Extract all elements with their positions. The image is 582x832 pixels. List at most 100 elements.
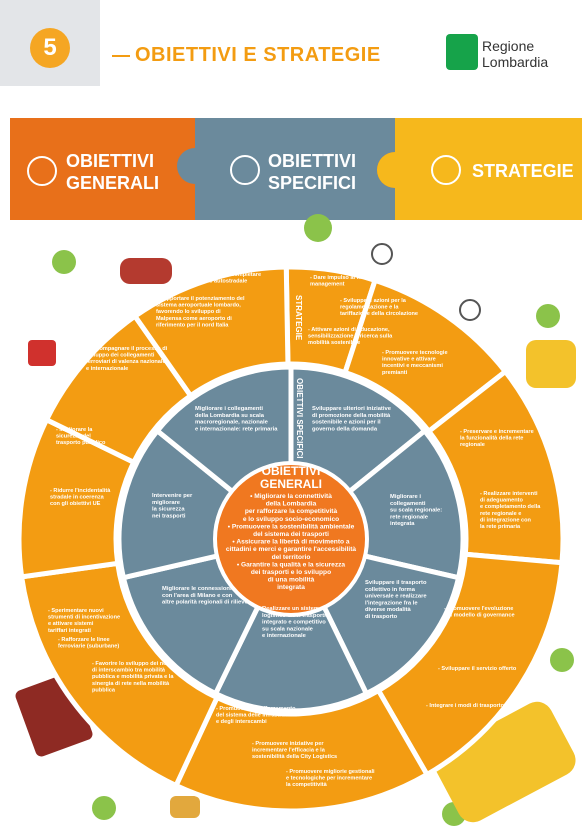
strategy-text: rete regionale e [480,511,521,517]
specific-objective: Intervenire per [152,493,193,499]
strategy-text: - Promuovere il rafforzamento [216,706,296,712]
specific-objective: di promozione della mobilità [312,413,391,419]
logo-line-1: Regione [482,38,535,54]
strategy-text: la rete autostradale [196,279,247,285]
strategy-text: - Adeguare e completare [196,272,261,278]
specific-objective: l'integrazione fra le [365,600,418,606]
specific-objective: di trasporto [365,614,398,620]
tree-icon [92,796,116,820]
strategy-text: - Supportare il potenziamento del [156,296,245,302]
strategy-text: sistema aeroportuale lombardo, [156,303,241,309]
specific-objective: su scala regionale: [390,508,442,514]
strategy-text: favorendo lo sviluppo di [156,309,221,315]
specific-objective: diverse modalità [365,607,412,613]
specific-objective: migliorare [152,500,181,506]
strategy-text: - Promuovere migliorie gestionali [286,769,375,775]
ring-label-strategie: STRATEGIE [294,295,303,341]
strategy-text: la rete primaria [480,524,521,530]
specific-objective: Sviluppare ulteriori iniziative [312,406,392,412]
center-text-line: • Garantire la qualità e la sicurezza [237,561,346,568]
specific-objective: integrata [390,521,415,527]
bicycle-icon [371,243,393,265]
puzzle-piece-specifici [177,118,395,220]
strategy-text: - Promuovere l'evoluzione [444,606,513,612]
ring-label-specifici: OBIETTIVI SPECIFICI [295,378,304,458]
strategy-text: - Promuovere iniziative per [252,741,324,747]
strategy-text: tariffazione della circolazione [340,311,418,317]
strategy-text: del modello di governance [444,613,515,619]
strategy-text: Malpensa come aeroporto di [156,316,232,322]
tree-icon [550,648,574,672]
strategy-text: mobilità sostenibile [308,340,360,346]
puzzle-generali-line1: OBIETTIVI [66,151,155,171]
strategy-text: ferroviarie (suburbane) [58,644,119,650]
page-title: OBIETTIVI E STRATEGIE [135,44,381,66]
strategy-text: con gli obiettivi UE [50,501,101,507]
strategy-text: pubblica [92,687,116,693]
puzzle-strategie-label: STRATEGIE [472,161,574,181]
car-icon [120,258,172,284]
specific-objective: collegamenti [390,501,426,507]
strategy-text: innovative e attivare [382,357,436,363]
center-text-line: • Assicurare la libertà di movimento a [232,539,349,546]
specific-objective: sostenibile e azioni per il [312,420,381,426]
strategie-icon [431,155,461,185]
strategy-text: incrementare l'efficacia e la [252,748,326,754]
strategy-text: premianti [382,370,408,376]
strategy-text: strumenti di incentivazione [48,615,120,621]
puzzle-generali-label: OBIETTIVI GENERALI [66,150,159,194]
logo-line-2: Lombardia [482,54,549,70]
strategy-text: riferimento per il nord Italia [156,322,229,328]
strategy-text: la funzionalità della rete [460,436,523,442]
specific-objective: altre polarità regionali di rilievo [162,600,248,606]
strategy-text: stradale in coerenza [50,495,105,501]
strategy-text: sviluppo dei collegamenti [86,353,155,359]
tree-icon [536,304,560,328]
specific-objective: Migliorare i [390,494,421,500]
strategy-text: e attivare sistemi [48,621,94,627]
metro-sign-icon [28,340,56,366]
specific-objective: nei trasporti [152,513,186,519]
strategy-text: di integrazione con [480,517,532,523]
strategy-text: - Preservare e incrementare [460,429,534,435]
center-text-line: del territorio [272,554,311,561]
specific-objective: su scala nazionale [262,626,314,632]
van-icon [526,340,576,388]
center-text-line: • Promuovere la sostenibilità ambientale [228,523,355,530]
strategy-text: sensibilizzazione e ricerca sulla [308,334,393,340]
specific-objective: della Lombardia su scala [195,413,265,419]
strategy-text: - Sviluppare il servizio offerto [438,666,517,672]
obiettivi-specifici-icon [230,155,260,185]
strategy-text: regolamentazione e la [340,305,399,311]
specific-objective: con l'area di Milano e con [162,593,233,599]
strategy-text: - Sperimentare nuovi [48,608,104,614]
strategy-text: - Promuovere tecnologie [382,350,448,356]
strategy-text: e completamento della [480,504,541,510]
strategy-text: - Rafforzare le linee [58,637,110,643]
center-text-line: e lo sviluppo socio-economico [243,516,339,523]
specific-objective: rete regionale [390,514,429,520]
specific-objective: Realizzare un sistema [262,606,323,612]
strategy-text: e degli interscambi [216,719,267,725]
center-text-line: • Migliorare la connettività [250,493,332,500]
strategy-text: - Dare impulso al mobility [310,275,379,281]
puzzle-generali-line2: GENERALI [66,173,160,193]
strategy-text: di adeguamento [480,498,523,504]
center-title: OBIETTIVI [262,464,321,478]
strategy-text: di interscambio tra mobilità [92,668,166,674]
puzzle-specifici-line1: OBIETTIVI [268,151,357,171]
strategy-segment [131,264,291,400]
strategy-text: management [310,282,345,288]
specific-objective: la sicurezza [152,507,185,513]
specific-objective: collettivo in forma [365,587,416,593]
strategy-text: - Sviluppare azioni per la [340,298,407,304]
center-circle [213,461,369,617]
obiettivi-generali-icon [27,156,57,186]
specific-objective: governo della domanda [312,426,378,432]
strategy-text: ferroviari di valenza nazionale [86,359,166,365]
center-text-line: di una mobilità [268,577,315,584]
puzzle-piece-strategie [377,118,582,220]
center-text-line: per rafforzare la competitività [245,508,338,515]
strategy-text: sinergia di rete nella mobilità [92,681,170,687]
regione-lombardia-logo-icon [446,34,478,70]
